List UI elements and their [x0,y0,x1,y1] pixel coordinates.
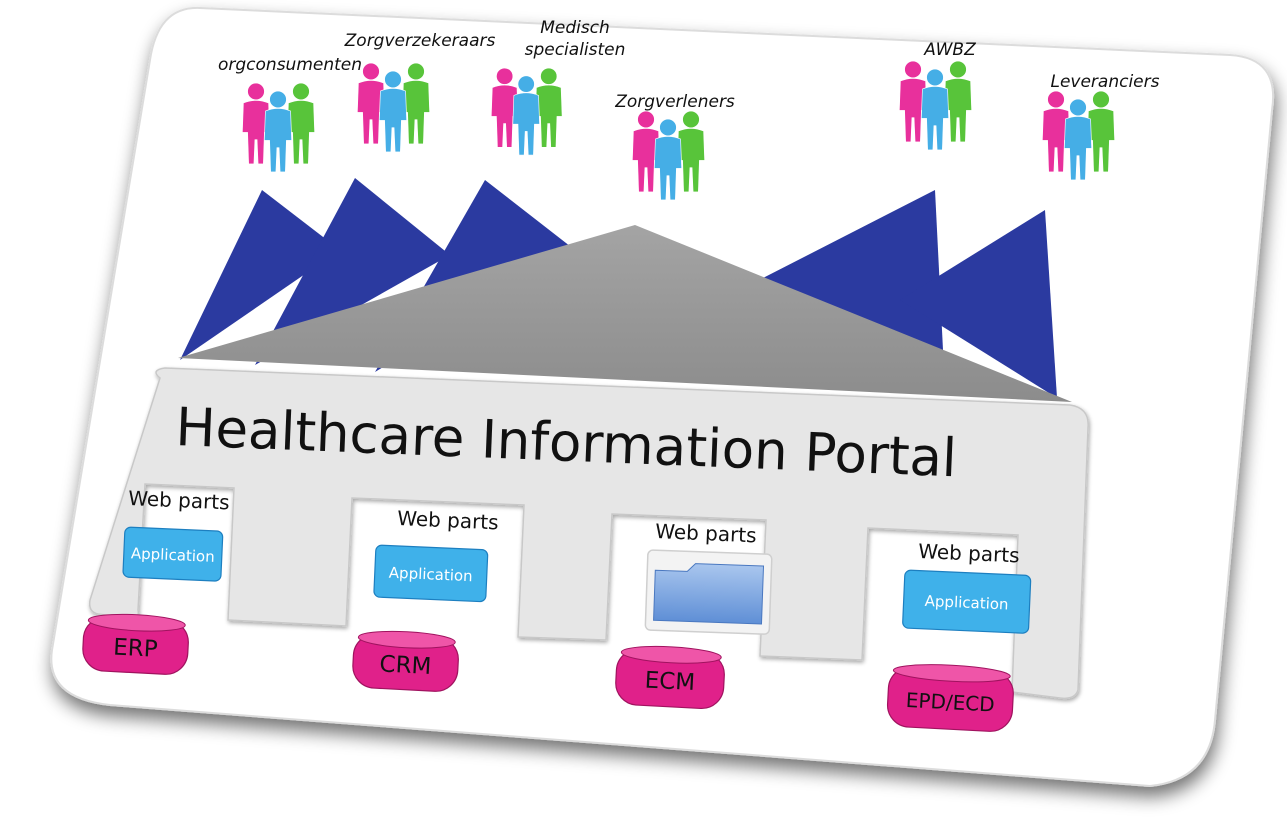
application-box: Application [902,569,1032,634]
triangle-zorgverleners [178,225,1072,402]
stakeholders: orgconsumentenZorgverzekeraarsMedischspe… [218,18,1160,201]
stakeholder-label: Medisch [540,18,610,38]
application-box: Application [373,544,489,603]
triangle-zorgverzekeraars [255,178,450,365]
webparts-label: Web parts [397,506,499,534]
application-label: Application [131,544,216,566]
application-label: Application [389,564,474,586]
system-label: EPD/ECD [905,688,995,717]
portal-panel: Healthcare Information Portal [88,367,1089,700]
stakeholder-label: specialisten [525,40,626,60]
system-label: ERP [113,635,159,663]
triangle-zorgconsumenten [180,190,340,360]
system-label: CRM [379,651,432,680]
application-box: Application [122,526,224,582]
stakeholder-group: Zorgverzekeraars [344,31,496,153]
system-database: ECM [615,645,725,710]
stakeholder-group: AWBZ [898,40,976,151]
system-label: ECM [644,667,696,696]
stakeholder-triangles [178,178,1072,402]
stakeholder-group: Zorgverleners [614,92,735,201]
webparts-label: Web parts [918,539,1020,567]
stakeholder-label: Zorgverzekeraars [344,31,496,51]
stakeholder-label: Leveranciers [1050,72,1159,92]
stakeholder-label: orgconsumenten [218,55,362,75]
stakeholder-group: Leveranciers [1041,72,1160,181]
system-database: ERP [82,613,189,675]
triangle-leveranciers [900,210,1057,398]
system-database: CRM [352,630,459,692]
webparts-label: Web parts [128,486,230,514]
stakeholder-label: Zorgverleners [614,92,735,112]
system-database: EPD/ECD [886,664,1014,732]
application-label: Application [924,592,1009,614]
stakeholder-label: AWBZ [923,40,976,60]
stakeholder-group: orgconsumenten [218,55,362,173]
folder-icon [644,549,773,635]
webparts-label: Web parts [655,519,757,547]
